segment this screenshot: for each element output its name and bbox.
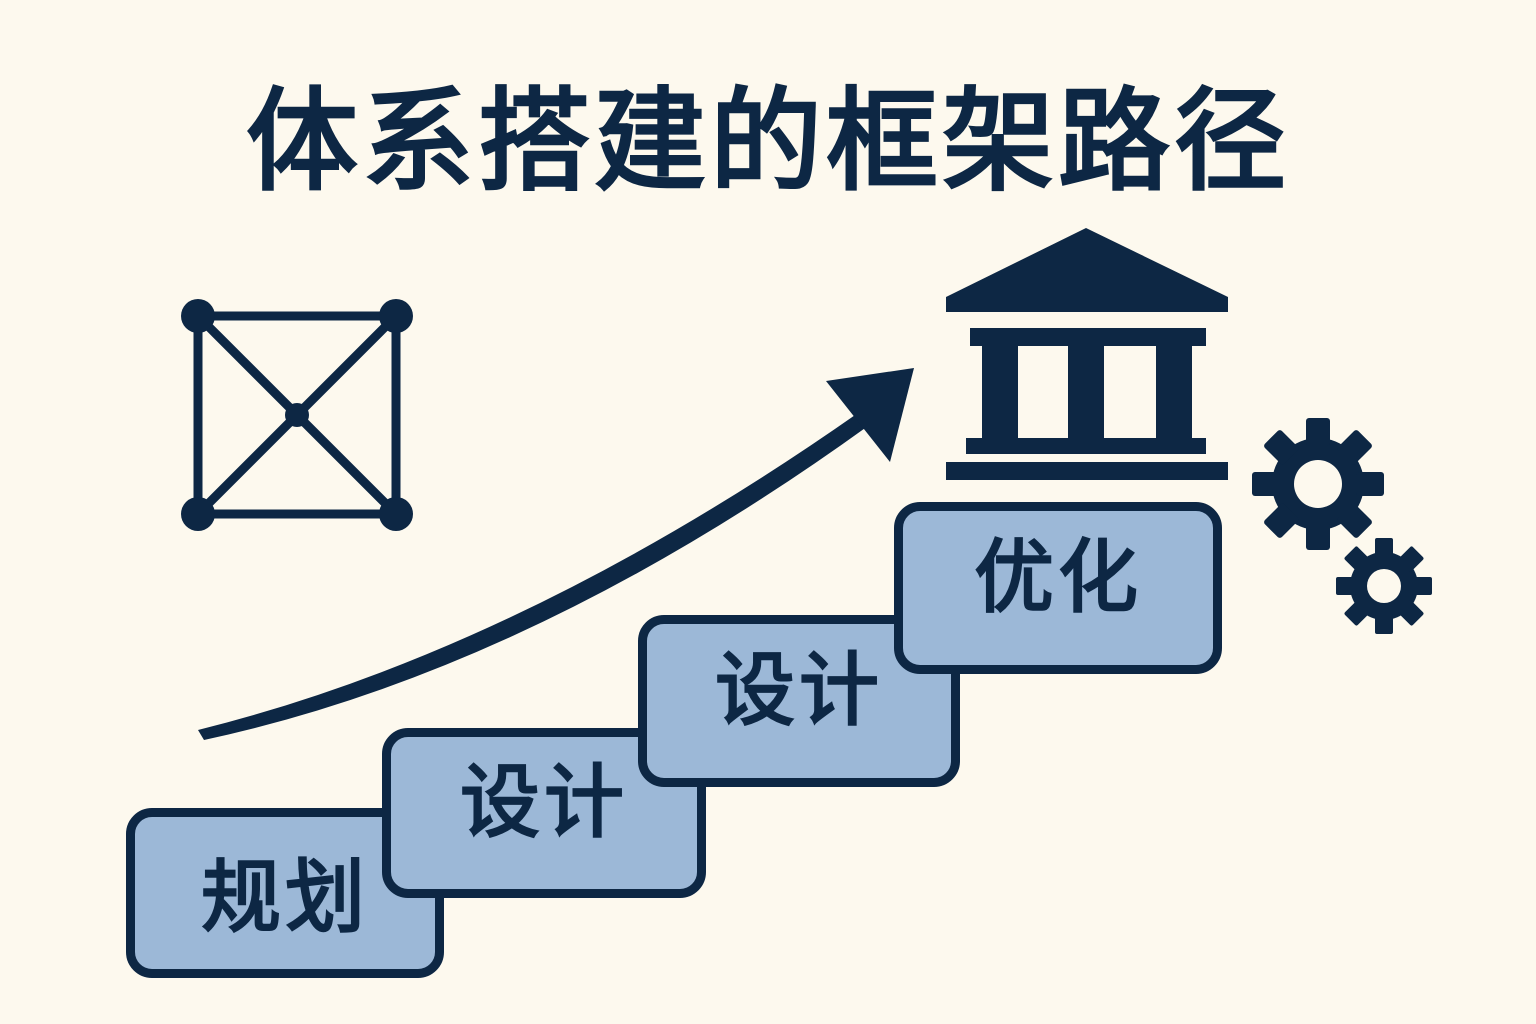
step-label: 优化 bbox=[974, 531, 1142, 624]
page-title: 体系搭建的框架路径 bbox=[246, 77, 1290, 207]
gears-icon bbox=[1252, 418, 1432, 634]
network-icon bbox=[181, 299, 413, 531]
institution-building-icon bbox=[946, 228, 1228, 480]
growth-arrow-icon bbox=[198, 368, 914, 740]
step-optimize: 优化 bbox=[894, 502, 1222, 674]
step-label: 规划 bbox=[201, 851, 369, 944]
step-label: 设计 bbox=[460, 756, 628, 849]
step-label: 设计 bbox=[715, 644, 883, 737]
